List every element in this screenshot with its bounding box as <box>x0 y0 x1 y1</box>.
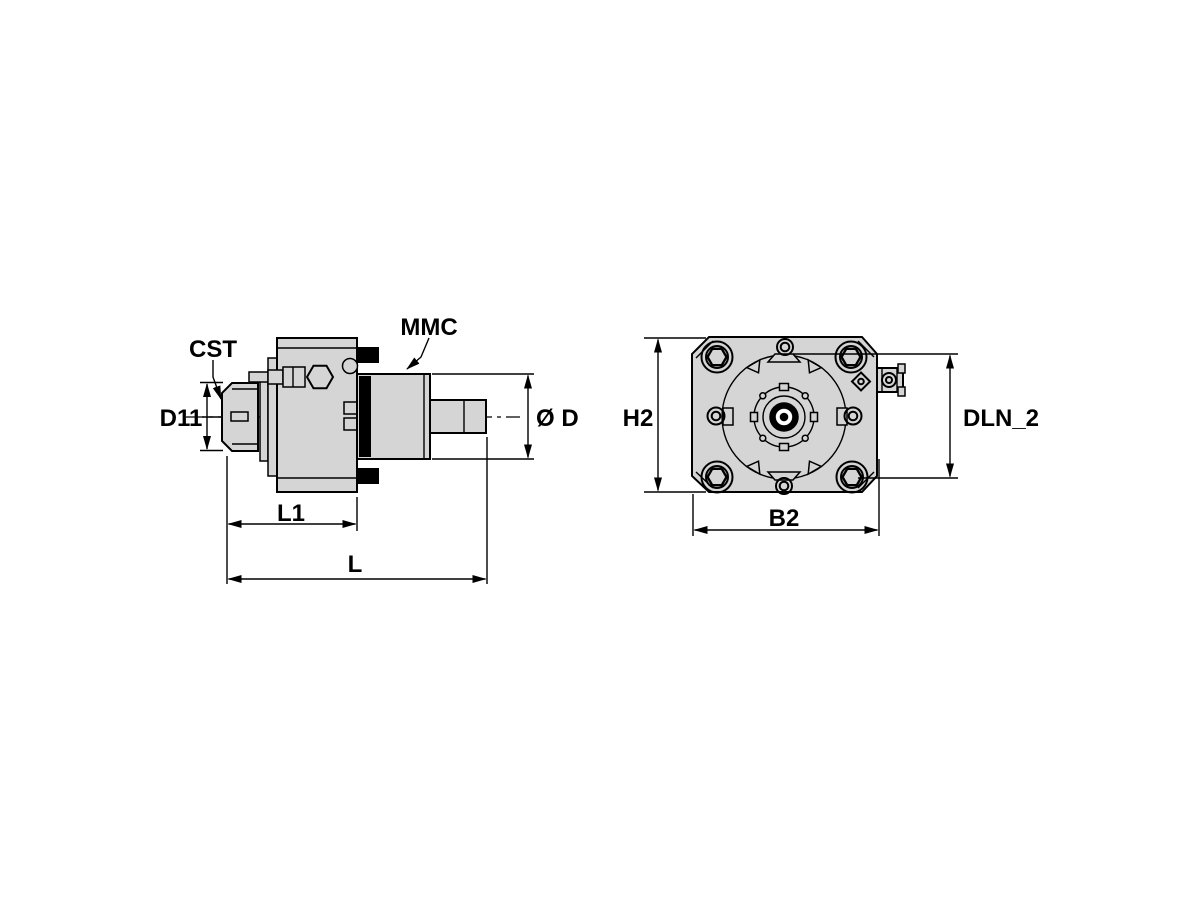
mmc-leader-line <box>406 337 430 370</box>
leader-mmc: MMC <box>400 314 458 370</box>
pilot-tab-south <box>778 442 790 452</box>
pilot-tab-north <box>778 382 790 392</box>
index-diamond <box>850 371 872 392</box>
clamp-blocks <box>357 347 379 484</box>
nozzle-pin <box>248 371 269 383</box>
set-screw-bottom <box>775 477 793 495</box>
corner-bolts <box>700 340 869 494</box>
side-view: CST D11 MMC Ø D L1 <box>160 314 579 584</box>
center-dot <box>779 412 789 422</box>
collet-nut <box>221 382 259 452</box>
set-screw-left <box>706 406 734 426</box>
label-dia-d: Ø D <box>536 405 579 432</box>
side-connector <box>876 363 906 397</box>
side-screw-boss-upper <box>343 401 358 415</box>
coolant-nozzle <box>248 357 359 390</box>
set-screws <box>706 338 863 495</box>
chamfer-line-bottom-right <box>857 471 875 489</box>
set-screw-top <box>776 338 794 356</box>
flange-notch-lower-right <box>807 460 823 476</box>
flange-notch-upper-left <box>745 358 761 374</box>
hex-bolt-top-left <box>700 340 734 374</box>
label-l1: L1 <box>277 500 305 527</box>
spindle-face <box>721 353 847 481</box>
pilot-tab-west <box>749 411 759 423</box>
connector-tab-top <box>897 363 906 374</box>
clamp-block-top <box>357 347 379 363</box>
label-mmc: MMC <box>400 314 457 341</box>
label-h2: H2 <box>623 405 654 432</box>
dimension-d11: D11 <box>160 381 223 452</box>
mmc-cylinder-black-ring <box>359 376 371 457</box>
side-screw-boss-lower <box>343 417 358 431</box>
connector-ring <box>881 372 897 388</box>
diamond-hole <box>857 377 865 386</box>
bearing-black-ring <box>769 402 799 432</box>
front-view: H2 DLN_2 B2 <box>623 336 1039 536</box>
body-port-circle <box>341 357 359 375</box>
leader-cst: CST <box>189 336 237 400</box>
dimension-dln2: DLN_2 <box>793 353 1039 479</box>
label-l: L <box>348 551 363 578</box>
dimension-l: L <box>226 437 488 584</box>
dimension-l1: L1 <box>227 497 358 531</box>
connector-tab-bottom <box>897 386 906 397</box>
connector-bore <box>885 376 893 384</box>
flange-ring-small <box>259 372 269 462</box>
dimension-b2: B2 <box>692 459 880 536</box>
spindle-shaft <box>429 399 487 434</box>
label-cst: CST <box>189 336 237 363</box>
diamond-outline <box>850 371 872 392</box>
spindle-shaft-body <box>429 399 487 434</box>
pilot-bump-sw <box>759 434 767 442</box>
nozzle-sleeve <box>267 369 284 385</box>
pilot-bump-se <box>801 434 809 442</box>
pilot-bump-ne <box>801 392 809 400</box>
label-b2: B2 <box>769 505 800 532</box>
pilot-bump-nw <box>759 392 767 400</box>
pilot-tab-east <box>809 411 819 423</box>
flange-notch-upper-right <box>807 358 823 374</box>
dimension-dia-d: Ø D <box>432 373 579 460</box>
label-d11: D11 <box>160 405 203 432</box>
bearing-outer-circle <box>762 395 806 439</box>
flange-tab-bottom <box>766 471 802 481</box>
label-dln2: DLN_2 <box>963 405 1039 432</box>
cst-leader-line <box>212 360 222 400</box>
nozzle-connector <box>282 366 306 388</box>
hex-bolt-bottom-right <box>835 460 869 494</box>
hex-bolt-bottom-left <box>700 460 734 494</box>
nozzle-hex-nut <box>305 364 335 390</box>
flange-notch-lower-left <box>745 460 761 476</box>
hex-bolt-top-right <box>834 340 868 374</box>
dimension-h2: H2 <box>623 337 706 493</box>
mmc-cylinder <box>356 373 431 460</box>
clamp-block-bottom <box>357 468 379 484</box>
collet-wrench-slot <box>230 411 249 422</box>
set-screw-right <box>836 406 863 426</box>
